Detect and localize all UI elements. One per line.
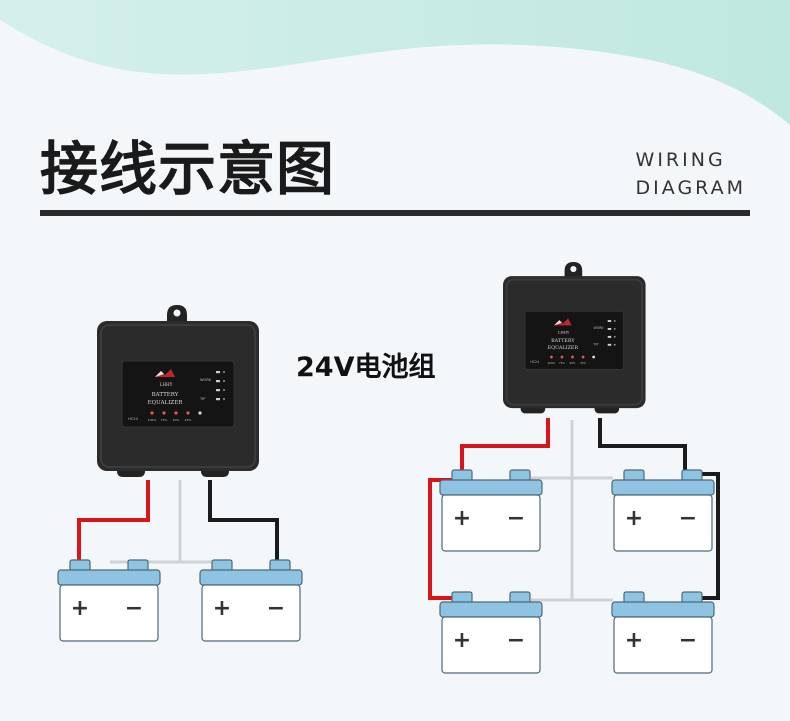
led-label: 50% [173, 418, 180, 422]
indicator-dot [223, 389, 225, 391]
wire-black-right-top [598, 418, 687, 474]
front-panel [121, 360, 235, 428]
battery-5: +− [439, 591, 543, 674]
battery-lid [57, 569, 161, 586]
battery-6: +− [611, 591, 715, 674]
brand-logo-mark [155, 371, 164, 377]
led-indicator [186, 411, 190, 415]
device-name-line-1: BATTERY [551, 338, 575, 344]
subtitle-line-2: DIAGRAM [635, 177, 746, 199]
led-indicator-light [592, 355, 596, 359]
indicator-dot [613, 343, 616, 346]
battery-4: +− [611, 469, 715, 552]
brand-logo-mark [554, 320, 562, 326]
plus-sign: + [453, 628, 471, 653]
plus-sign: + [213, 596, 231, 621]
device-model: HC24 [128, 417, 138, 421]
indicator-bar [216, 371, 220, 374]
mount-ear-hole [570, 265, 577, 273]
plus-sign: + [625, 506, 643, 531]
battery-pack-label: 24V电池组 [296, 352, 436, 383]
wire-red-right-top [460, 418, 550, 474]
battery-3: +− [439, 469, 543, 552]
led-indicator [162, 411, 166, 415]
battery-body [613, 494, 713, 552]
page-title: 接线示意图 [40, 135, 336, 203]
led-indicator-light [198, 411, 202, 415]
led-label: 100% [548, 361, 556, 365]
battery-1: +− [57, 559, 161, 642]
indicator-bar [607, 328, 612, 330]
plus-sign: + [453, 506, 471, 531]
device-name-line-2: EQUALIZER [548, 345, 579, 351]
wire-red-left [77, 480, 150, 565]
indicator-bar [216, 398, 220, 401]
title-divider [40, 210, 750, 216]
battery-2: +− [199, 559, 303, 642]
indicator-bar [216, 389, 220, 392]
indicator-bar [607, 320, 612, 323]
device-name-line-2: EQUALIZER [148, 400, 184, 406]
led-indicator [549, 355, 553, 359]
minus-sign: − [679, 628, 697, 653]
battery-lid [611, 601, 715, 618]
wire-black-left [208, 480, 279, 565]
indicator-dot [223, 371, 225, 373]
battery-lid [439, 601, 543, 618]
minus-sign: − [679, 506, 697, 531]
led-label: 100% [148, 418, 157, 422]
status-label-work: WORK [200, 378, 212, 382]
device-name-line-1: BATTERY [152, 392, 179, 398]
indicator-dot [223, 398, 225, 400]
indicator-dot [613, 336, 616, 338]
front-panel [524, 310, 624, 370]
led-indicator [571, 355, 574, 359]
led-indicator [560, 355, 564, 359]
indicator-bar [216, 380, 220, 383]
indicator-dot [613, 320, 616, 322]
indicator-dot [613, 328, 616, 330]
battery-body [441, 494, 541, 552]
led-indicator [150, 411, 154, 415]
battery-body [59, 584, 159, 642]
plus-sign: + [71, 596, 89, 621]
indicator-bar [607, 343, 612, 346]
led-indicator [174, 411, 178, 415]
mount-ear-hole [173, 309, 181, 317]
brand-name: LHHY [160, 382, 173, 387]
minus-sign: − [267, 596, 285, 621]
status-label-work: WORK [594, 326, 605, 330]
indicator-dot [223, 380, 225, 382]
battery-lid [611, 479, 715, 496]
led-label: 25% [185, 418, 192, 422]
equalizer-bevel [100, 324, 256, 468]
battery-body [441, 616, 541, 674]
subtitle-line-1: WIRING [635, 149, 726, 171]
led-label: 25% [580, 361, 586, 365]
battery-body [201, 584, 301, 642]
minus-sign: − [507, 628, 525, 653]
page-subtitle: WIRING DIAGRAM [636, 146, 746, 202]
indicator-bar [607, 335, 612, 338]
led-label: 50% [570, 361, 576, 365]
minus-sign: − [507, 506, 525, 531]
battery-lid [439, 479, 543, 496]
led-label: 75% [559, 361, 565, 365]
status-label-tip: TIP [593, 343, 599, 347]
device-model: HC24 [530, 360, 539, 364]
led-label: 75% [161, 418, 168, 422]
equalizer-bevel [505, 278, 643, 406]
battery-body [613, 616, 713, 674]
status-label-tip: TIP [199, 397, 206, 401]
battery-lid [199, 569, 303, 586]
plus-sign: + [625, 628, 643, 653]
minus-sign: − [125, 596, 143, 621]
brand-name: LHHY [558, 330, 570, 334]
equalizer-device-left: LHHY BATTERY EQUALIZER WORK TIP HC24 100% 75% 50… [97, 305, 259, 477]
led-indicator [581, 355, 585, 359]
